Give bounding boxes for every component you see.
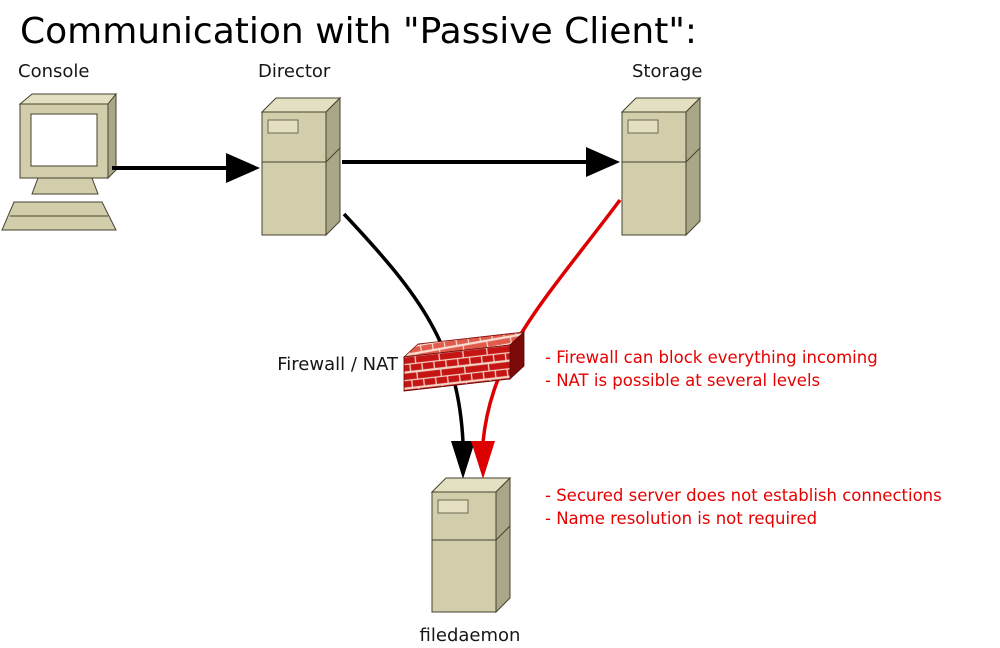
director-icon — [260, 96, 342, 237]
filedaemon-plate — [437, 499, 469, 514]
director-label: Director — [258, 61, 331, 82]
firewall-front-face — [403, 344, 511, 392]
annotation-filedaemon-2: - Name resolution is not required — [545, 509, 817, 528]
firewall-label: Firewall / NAT — [277, 354, 399, 375]
arrow-console-director — [112, 153, 260, 183]
console-icon — [1, 92, 118, 231]
storage-plate — [627, 119, 659, 134]
console-label: Console — [18, 61, 89, 82]
storage-label: Storage — [632, 61, 702, 82]
annotation-filedaemon-1: - Secured server does not establish conn… — [545, 486, 942, 505]
annotation-firewall-2: - NAT is possible at several levels — [545, 371, 820, 390]
storage-icon — [620, 96, 702, 237]
filedaemon-label: filedaemon — [420, 625, 521, 646]
arrow-director-filedaemon — [342, 212, 475, 479]
arrow-director-storage — [342, 147, 620, 177]
console-screen — [30, 113, 98, 167]
page-title: Communication with "Passive Client": — [20, 11, 697, 52]
director-plate — [267, 119, 299, 134]
filedaemon-icon — [430, 476, 512, 614]
firewall-icon — [402, 331, 526, 392]
arrow-storage-filedaemon — [471, 198, 622, 479]
annotation-firewall-1: - Firewall can block everything incoming — [545, 348, 878, 367]
